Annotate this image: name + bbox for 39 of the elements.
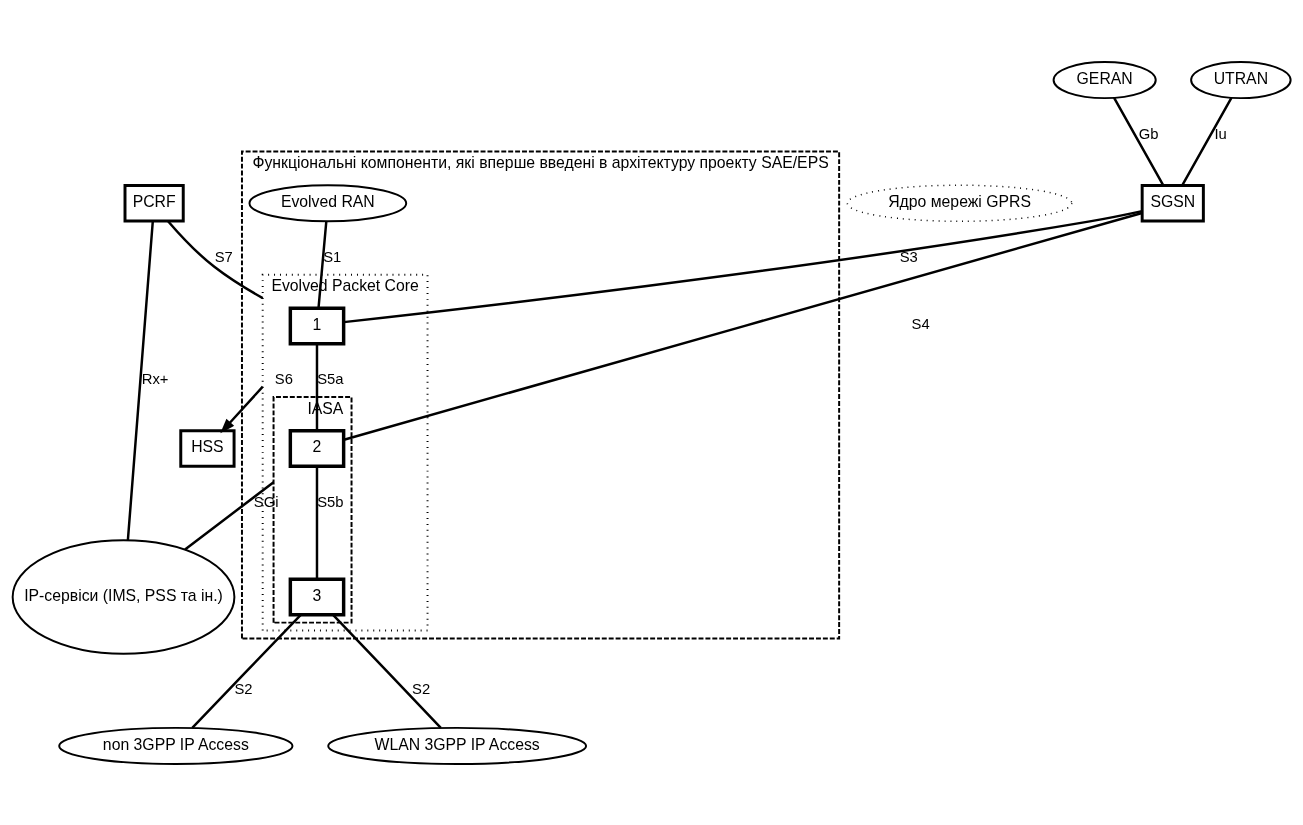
connector xyxy=(1181,96,1233,186)
edge-label: S2 xyxy=(412,680,431,697)
arrow xyxy=(220,385,264,433)
edge-label: S5a xyxy=(317,370,344,387)
edge-label: Gb xyxy=(1138,125,1159,142)
connector xyxy=(317,220,328,308)
connector xyxy=(343,211,1143,441)
connector xyxy=(1113,96,1165,186)
node-ellipse: WLAN 3GPP IP Access xyxy=(327,726,588,765)
edge-label: S5b xyxy=(317,493,344,510)
connector xyxy=(315,465,319,579)
node-box: 2 xyxy=(288,428,346,468)
node-ellipse: non 3GPP IP Access xyxy=(58,726,294,765)
edge-label: S6 xyxy=(274,370,293,387)
connector xyxy=(167,219,264,299)
edge-label: SGi xyxy=(253,493,279,510)
edge-label: S2 xyxy=(234,680,253,697)
node-box: 3 xyxy=(288,577,346,616)
connector xyxy=(191,613,302,729)
node-ellipse: GERAN xyxy=(1052,60,1157,99)
node-ellipse: Evolved RAN xyxy=(248,183,408,222)
node-ellipse: Ядро мережі GPRS xyxy=(846,184,1073,222)
node-box: 1 xyxy=(288,306,346,345)
node-ellipse: IP-сервіси (IMS, PSS та ін.) xyxy=(11,538,236,655)
connector xyxy=(184,480,275,550)
edge-label: S4 xyxy=(911,315,930,332)
node-box: HSS xyxy=(179,428,236,468)
connector xyxy=(315,343,319,431)
edge-label: Rx+ xyxy=(141,370,169,387)
edge-label: Iu xyxy=(1214,125,1227,142)
connector xyxy=(126,220,155,540)
node-box: SGSN xyxy=(1140,183,1205,222)
edge-label: S7 xyxy=(214,248,233,265)
connector xyxy=(343,209,1143,323)
edge-label: S1 xyxy=(323,248,342,265)
node-ellipse: UTRAN xyxy=(1190,60,1292,99)
connector xyxy=(332,613,442,729)
edge-label: S3 xyxy=(899,248,918,265)
node-box: PCRF xyxy=(123,183,185,222)
